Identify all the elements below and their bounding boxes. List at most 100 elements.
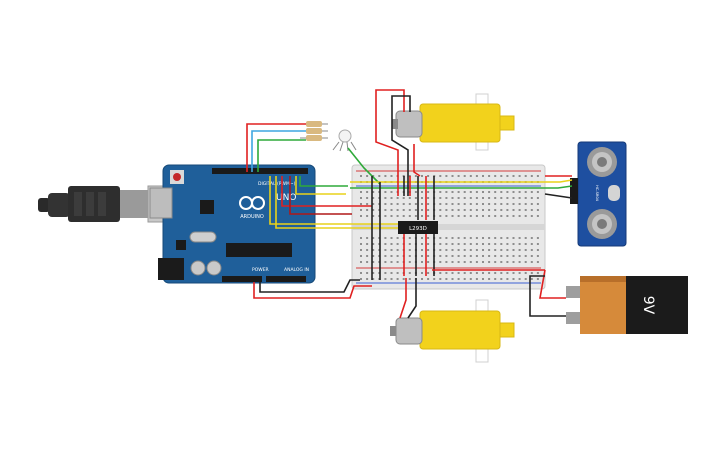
breadboard-hole[interactable]: [408, 197, 411, 199]
breadboard-hole[interactable]: [366, 191, 369, 193]
breadboard-hole[interactable]: [427, 209, 430, 211]
breadboard-hole[interactable]: [390, 261, 393, 263]
breadboard-hole[interactable]: [500, 215, 503, 217]
breadboard-hole[interactable]: [488, 272, 491, 274]
breadboard-hole[interactable]: [396, 209, 399, 211]
breadboard-hole[interactable]: [530, 249, 533, 251]
breadboard-hole[interactable]: [445, 278, 448, 280]
breadboard-hole[interactable]: [512, 203, 515, 205]
breadboard-hole[interactable]: [360, 215, 362, 217]
breadboard-hole[interactable]: [463, 249, 466, 251]
breadboard-hole[interactable]: [463, 278, 466, 280]
breadboard-hole[interactable]: [463, 272, 466, 274]
breadboard-hole[interactable]: [469, 209, 472, 211]
breadboard-hole[interactable]: [475, 255, 478, 257]
breadboard-hole[interactable]: [457, 175, 460, 177]
breadboard-hole[interactable]: [366, 203, 369, 205]
breadboard-hole[interactable]: [445, 203, 448, 205]
breadboard-hole[interactable]: [390, 249, 393, 251]
breadboard-hole[interactable]: [402, 197, 405, 199]
breadboard-hole[interactable]: [427, 191, 430, 193]
arduino-board[interactable]: ARDUINO UNO DIGITAL (PWM~) POWER ANALOG …: [149, 164, 316, 284]
breadboard-hole[interactable]: [445, 191, 448, 193]
breadboard-hole[interactable]: [518, 215, 521, 217]
breadboard-hole[interactable]: [475, 272, 478, 274]
breadboard-hole[interactable]: [396, 249, 399, 251]
breadboard-hole[interactable]: [524, 243, 527, 245]
breadboard-hole[interactable]: [475, 215, 478, 217]
breadboard-hole[interactable]: [530, 197, 533, 199]
breadboard-hole[interactable]: [414, 197, 417, 199]
breadboard-hole[interactable]: [390, 175, 393, 177]
breadboard-hole[interactable]: [390, 215, 393, 217]
breadboard-hole[interactable]: [372, 175, 375, 177]
breadboard-hole[interactable]: [457, 243, 460, 245]
breadboard-hole[interactable]: [512, 243, 515, 245]
breadboard-hole[interactable]: [427, 237, 430, 239]
breadboard-hole[interactable]: [390, 203, 393, 205]
breadboard-hole[interactable]: [439, 203, 442, 205]
breadboard-hole[interactable]: [512, 191, 515, 193]
breadboard-hole[interactable]: [421, 215, 423, 217]
breadboard-hole[interactable]: [482, 278, 484, 280]
breadboard-hole[interactable]: [494, 237, 497, 239]
breadboard-hole[interactable]: [451, 215, 454, 217]
breadboard-hole[interactable]: [372, 261, 375, 263]
breadboard-hole[interactable]: [530, 243, 533, 245]
breadboard-hole[interactable]: [475, 209, 478, 211]
breadboard-hole[interactable]: [421, 191, 423, 193]
breadboard-hole[interactable]: [463, 215, 466, 217]
breadboard-hole[interactable]: [366, 272, 369, 274]
breadboard-hole[interactable]: [494, 175, 497, 177]
breadboard-hole[interactable]: [390, 209, 393, 211]
breadboard-hole[interactable]: [402, 278, 405, 280]
breadboard-hole[interactable]: [488, 278, 491, 280]
breadboard-hole[interactable]: [482, 191, 484, 193]
breadboard-hole[interactable]: [360, 203, 362, 205]
breadboard-hole[interactable]: [457, 197, 460, 199]
breadboard-hole[interactable]: [427, 261, 430, 263]
breadboard-hole[interactable]: [408, 261, 411, 263]
breadboard-hole[interactable]: [475, 203, 478, 205]
breadboard-hole[interactable]: [457, 249, 460, 251]
breadboard-hole[interactable]: [500, 175, 503, 177]
breadboard-hole[interactable]: [475, 278, 478, 280]
breadboard-hole[interactable]: [439, 278, 442, 280]
breadboard-hole[interactable]: [451, 197, 454, 199]
breadboard-hole[interactable]: [427, 249, 430, 251]
breadboard-hole[interactable]: [451, 237, 454, 239]
breadboard-hole[interactable]: [494, 261, 497, 263]
breadboard-hole[interactable]: [518, 197, 521, 199]
breadboard-hole[interactable]: [360, 255, 362, 257]
breadboard-hole[interactable]: [366, 175, 369, 177]
breadboard-hole[interactable]: [524, 209, 527, 211]
breadboard[interactable]: [351, 164, 546, 290]
breadboard-hole[interactable]: [494, 203, 497, 205]
breadboard-hole[interactable]: [366, 249, 369, 251]
breadboard-hole[interactable]: [439, 197, 442, 199]
breadboard-hole[interactable]: [506, 237, 509, 239]
breadboard-hole[interactable]: [512, 249, 515, 251]
breadboard-hole[interactable]: [530, 175, 533, 177]
breadboard-hole[interactable]: [482, 215, 484, 217]
breadboard-hole[interactable]: [414, 209, 417, 211]
breadboard-hole[interactable]: [384, 255, 387, 257]
breadboard-hole[interactable]: [384, 272, 387, 274]
breadboard-hole[interactable]: [482, 243, 484, 245]
breadboard-hole[interactable]: [427, 197, 430, 199]
breadboard-hole[interactable]: [445, 175, 448, 177]
breadboard-hole[interactable]: [524, 255, 527, 257]
breadboard-hole[interactable]: [445, 197, 448, 199]
breadboard-hole[interactable]: [384, 237, 387, 239]
breadboard-hole[interactable]: [500, 261, 503, 263]
breadboard-hole[interactable]: [457, 237, 460, 239]
breadboard-hole[interactable]: [445, 237, 448, 239]
breadboard-hole[interactable]: [518, 278, 521, 280]
breadboard-hole[interactable]: [396, 243, 399, 245]
motor-top[interactable]: [392, 93, 515, 151]
breadboard-hole[interactable]: [408, 209, 411, 211]
breadboard-hole[interactable]: [390, 191, 393, 193]
breadboard-hole[interactable]: [506, 261, 509, 263]
breadboard-hole[interactable]: [506, 203, 509, 205]
breadboard-hole[interactable]: [475, 197, 478, 199]
